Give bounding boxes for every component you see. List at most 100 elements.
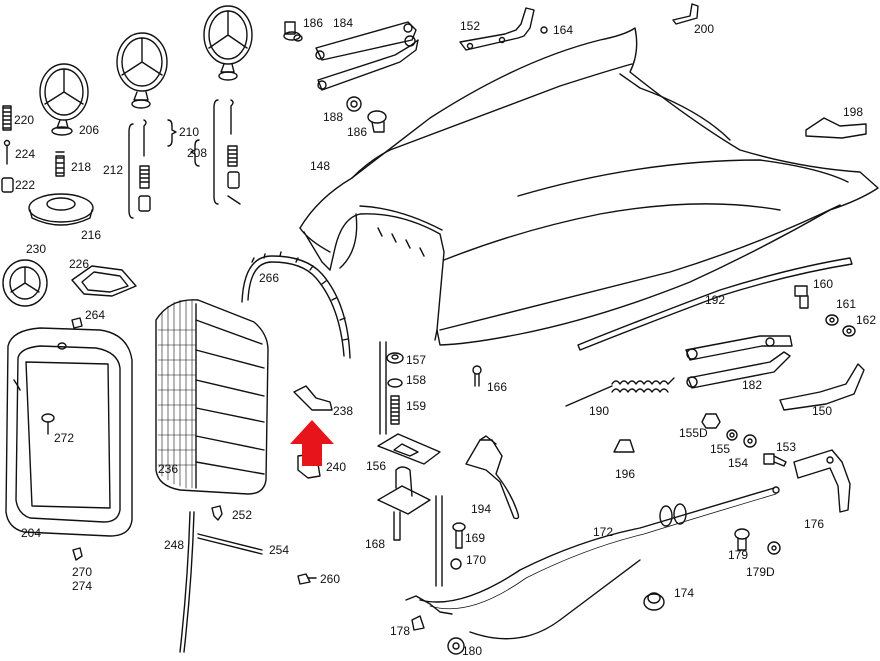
rubber-strip-192 xyxy=(578,258,852,350)
part-label-226: 226 xyxy=(69,257,90,271)
part-label-240: 240 xyxy=(326,460,347,474)
part-label-210: 210 xyxy=(179,125,200,139)
strip-254 xyxy=(198,534,262,554)
part-label-212: 212 xyxy=(103,163,124,177)
washer-170 xyxy=(451,559,461,569)
bonnet-148 xyxy=(300,28,878,345)
part-label-216: 216 xyxy=(81,228,102,242)
grille-shell-204 xyxy=(6,328,132,536)
spring-218 xyxy=(56,152,64,176)
part-label-170: 170 xyxy=(466,553,487,567)
part-label-254: 254 xyxy=(269,543,290,557)
part-label-184: 184 xyxy=(333,16,354,30)
clip-252 xyxy=(212,506,222,520)
bead-266 xyxy=(242,252,350,358)
washer-162 xyxy=(843,326,855,336)
highlight-arrow xyxy=(290,420,334,466)
part-label-155: 155 xyxy=(710,442,731,456)
part-198 xyxy=(806,118,866,138)
part-label-174: 174 xyxy=(674,586,695,600)
part-label-264: 264 xyxy=(85,308,106,322)
bracket-152 xyxy=(460,8,534,50)
star-emblem-208 xyxy=(204,6,252,80)
bracket-210 xyxy=(168,120,176,146)
link-182 xyxy=(686,336,792,388)
part-label-153: 153 xyxy=(776,440,797,454)
part-label-274: 274 xyxy=(72,579,93,593)
part-label-188: 188 xyxy=(323,110,344,124)
grille-236 xyxy=(156,300,268,494)
part-label-200: 200 xyxy=(694,22,715,36)
bracket-208 xyxy=(191,140,199,166)
star-emblem-206 xyxy=(40,64,88,135)
part-label-179d: 179D xyxy=(746,565,775,579)
part-label-169: 169 xyxy=(465,531,486,545)
clip-260 xyxy=(298,574,316,584)
part-200 xyxy=(673,4,698,24)
bolt-160 xyxy=(795,286,808,308)
washer-155 xyxy=(727,430,737,440)
part-label-198: 198 xyxy=(843,105,864,119)
nut-155d xyxy=(702,414,720,428)
washer-188 xyxy=(347,97,361,111)
part-label-208: 208 xyxy=(187,146,208,160)
spring-190 xyxy=(566,378,674,406)
part-label-218: 218 xyxy=(71,160,92,174)
part-label-194: 194 xyxy=(471,502,492,516)
part-label-172: 172 xyxy=(593,525,614,539)
part-label-158: 158 xyxy=(406,373,427,387)
screw-272 xyxy=(42,414,54,434)
hardware-group-212 xyxy=(129,120,150,218)
part-label-192: 192 xyxy=(705,293,726,307)
clip-264 xyxy=(72,318,82,328)
bracket-150 xyxy=(780,364,864,410)
bolt-186-bottom xyxy=(368,111,386,132)
part-label-155d: 155D xyxy=(679,426,708,440)
gasket-226 xyxy=(72,266,136,296)
strip-248 xyxy=(180,512,194,652)
part-label-156: 156 xyxy=(366,459,387,473)
part-label-160: 160 xyxy=(813,277,834,291)
part-label-222: 222 xyxy=(15,178,36,192)
part-label-150: 150 xyxy=(812,404,833,418)
lever-176 xyxy=(794,450,850,512)
part-label-161: 161 xyxy=(836,297,857,311)
base-216 xyxy=(29,194,93,225)
grommet-180 xyxy=(448,638,464,654)
clip-270 xyxy=(73,548,82,560)
part-label-220: 220 xyxy=(14,113,35,127)
hook-194 xyxy=(466,436,519,519)
part-label-179: 179 xyxy=(728,548,749,562)
nut-164 xyxy=(541,27,547,33)
bracket-238 xyxy=(294,386,332,410)
part-label-178: 178 xyxy=(390,624,411,638)
plate-156 xyxy=(378,434,440,464)
part-label-266: 266 xyxy=(259,271,280,285)
cable-172 xyxy=(420,487,779,639)
part-label-206: 206 xyxy=(79,123,100,137)
part-label-224: 224 xyxy=(15,147,36,161)
part-label-176: 176 xyxy=(804,517,825,531)
spring-220 xyxy=(3,106,11,130)
washer-154 xyxy=(744,435,756,447)
part-label-236: 236 xyxy=(158,462,179,476)
part-label-157: 157 xyxy=(406,353,427,367)
part-label-154: 154 xyxy=(728,456,749,470)
screw-179 xyxy=(735,529,749,550)
latch-168 xyxy=(378,467,442,586)
star-emblem-210 xyxy=(117,33,167,108)
part-label-164: 164 xyxy=(553,23,574,37)
part-label-180: 180 xyxy=(462,644,483,658)
emblem-230 xyxy=(3,260,47,306)
part-label-260: 260 xyxy=(320,572,341,586)
part-label-272: 272 xyxy=(54,431,75,445)
screw-169 xyxy=(453,523,465,548)
part-label-204: 204 xyxy=(21,526,42,540)
part-label-230: 230 xyxy=(26,242,47,256)
part-label-148: 148 xyxy=(310,159,331,173)
hinge-184 xyxy=(316,22,418,90)
hardware-stack-157-159 xyxy=(380,342,403,434)
pin-224 xyxy=(5,141,10,165)
part-label-190: 190 xyxy=(589,404,610,418)
